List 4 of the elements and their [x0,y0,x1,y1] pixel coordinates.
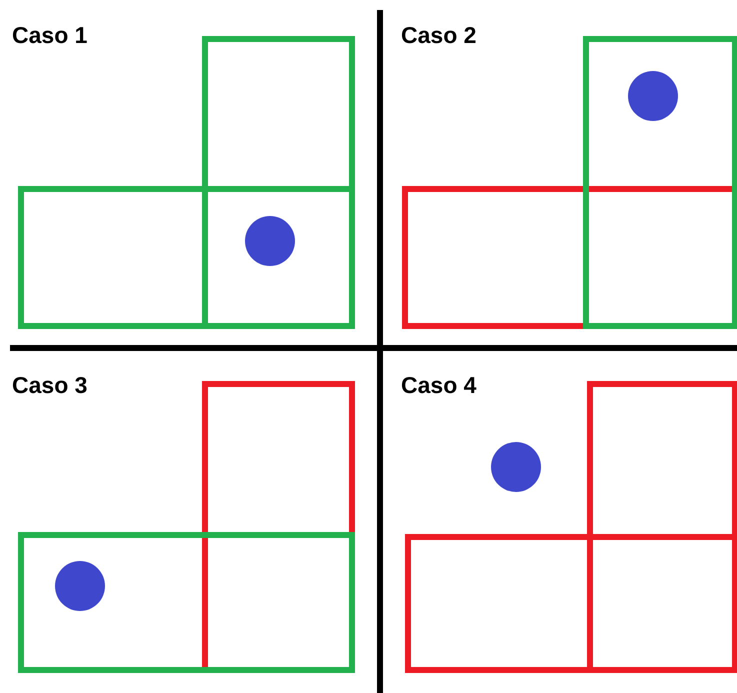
panel-title: Caso 1 [12,22,88,48]
panel-title: Caso 4 [401,372,476,398]
panel-title: Caso 3 [12,372,88,398]
panel-title: Caso 2 [401,22,476,48]
